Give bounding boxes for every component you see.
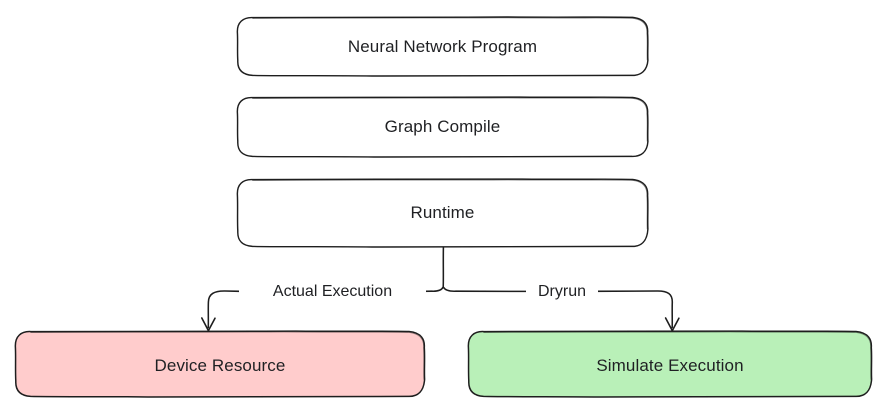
node-runtime[interactable] xyxy=(237,179,648,247)
node-simulate-execution-shape[interactable] xyxy=(467,330,873,398)
node-device-resource-shape[interactable] xyxy=(14,330,426,398)
edge-runtime-to-simulate-execution xyxy=(442,286,680,332)
node-runtime-shape[interactable] xyxy=(236,178,649,248)
node-neural-network-program[interactable] xyxy=(237,17,648,76)
edge-runtime-to-device-resource xyxy=(201,246,445,332)
node-graph-compile[interactable] xyxy=(237,97,648,157)
node-neural-network-program-shape[interactable] xyxy=(236,16,649,77)
node-graph-compile-shape[interactable] xyxy=(236,96,649,158)
node-device-resource[interactable] xyxy=(15,331,425,400)
node-simulate-execution[interactable] xyxy=(468,331,872,400)
